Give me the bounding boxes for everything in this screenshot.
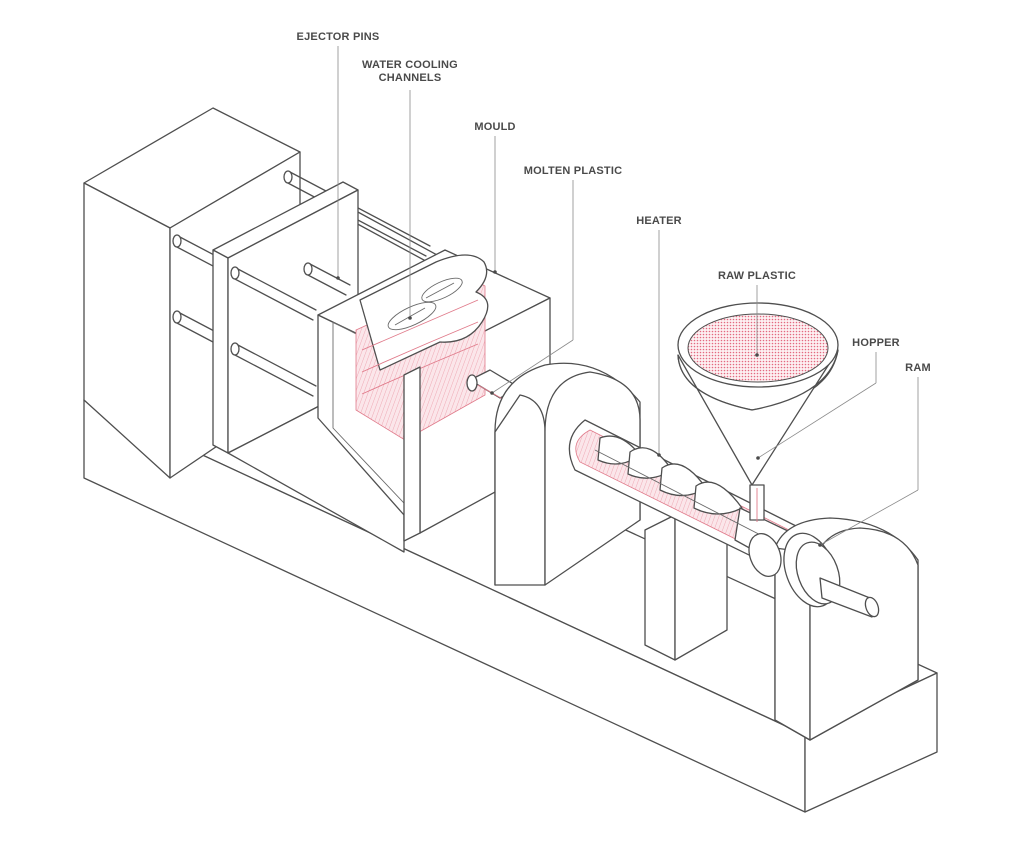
- raw-plastic-marker: [755, 353, 759, 357]
- label-mould: MOULD: [474, 121, 515, 133]
- label-raw-plastic: RAW PLASTIC: [718, 270, 796, 282]
- label-ejector-pins: EJECTOR PINS: [297, 31, 380, 43]
- label-molten-plastic: MOLTEN PLASTIC: [524, 165, 623, 177]
- water-cooling-marker: [408, 316, 412, 320]
- support-pillar: [644, 514, 728, 661]
- ram: [748, 532, 880, 618]
- annotations: [336, 46, 919, 547]
- hopper-marker: [756, 456, 760, 460]
- heater-marker: [657, 453, 661, 457]
- label-hopper: HOPPER: [852, 337, 900, 349]
- ram-marker: [818, 543, 822, 547]
- molten-plastic-marker: [490, 391, 494, 395]
- label-water-cooling-line2: CHANNELS: [379, 72, 442, 84]
- ejector-pins-marker: [336, 276, 340, 280]
- label-heater: HEATER: [636, 215, 682, 227]
- hopper: [677, 302, 839, 522]
- mould-marker: [493, 270, 497, 274]
- label-water-cooling-line1: WATER COOLING: [362, 59, 458, 71]
- label-ram: RAM: [905, 362, 931, 374]
